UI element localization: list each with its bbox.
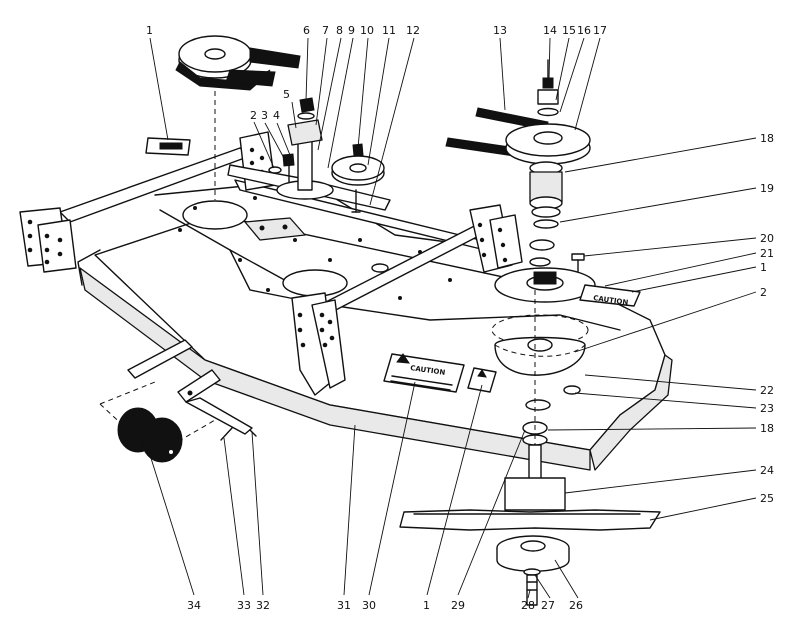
callout-12: 12 [406,24,420,37]
callout-7: 7 [322,24,329,37]
callout-26: 26 [569,599,583,612]
callout-18-upper: 18 [760,132,774,145]
callout-1-bottom: 1 [423,599,430,612]
callout-21: 21 [760,247,774,260]
gauge-wheel-assembly [99,339,257,463]
callout-labels: 1 2 3 4 5 6 7 8 9 10 11 12 13 14 15 16 1… [146,24,774,612]
callout-19: 19 [760,182,774,195]
callout-4: 4 [273,109,280,122]
callout-22: 22 [760,384,774,397]
callout-25: 25 [760,492,774,505]
callout-2: 2 [250,109,257,122]
callout-13: 13 [493,24,507,37]
callout-1-side-decal: 1 [760,261,767,274]
callout-9: 9 [348,24,355,37]
rear-decal [145,137,191,156]
callout-34: 34 [187,599,201,612]
callout-31: 31 [337,599,351,612]
callout-33: 33 [237,599,251,612]
callout-24: 24 [760,464,774,477]
callout-28: 28 [521,599,535,612]
callout-5: 5 [283,88,290,101]
callout-8: 8 [336,24,343,37]
callout-15: 15 [562,24,576,37]
callout-14: 14 [543,24,557,37]
idler-assembly [175,35,391,213]
callout-23: 23 [760,402,774,415]
callout-3: 3 [261,109,268,122]
callout-11: 11 [382,24,396,37]
callout-6: 6 [303,24,310,37]
callout-16: 16 [577,24,591,37]
caution-decal: CAUTION [383,353,465,393]
callout-29: 29 [451,599,465,612]
spindle-assembly: CAUTION [399,59,661,606]
callout-2-right: 2 [760,286,767,299]
callout-18-lower: 18 [760,422,774,435]
callout-32: 32 [256,599,270,612]
leader-lines [149,37,757,599]
callout-17: 17 [593,24,607,37]
callout-20: 20 [760,232,774,245]
side-caution-decal [467,367,497,393]
callout-30: 30 [362,599,376,612]
callout-27: 27 [541,599,555,612]
callout-1-rear-decal: 1 [146,24,153,37]
callout-10: 10 [360,24,374,37]
